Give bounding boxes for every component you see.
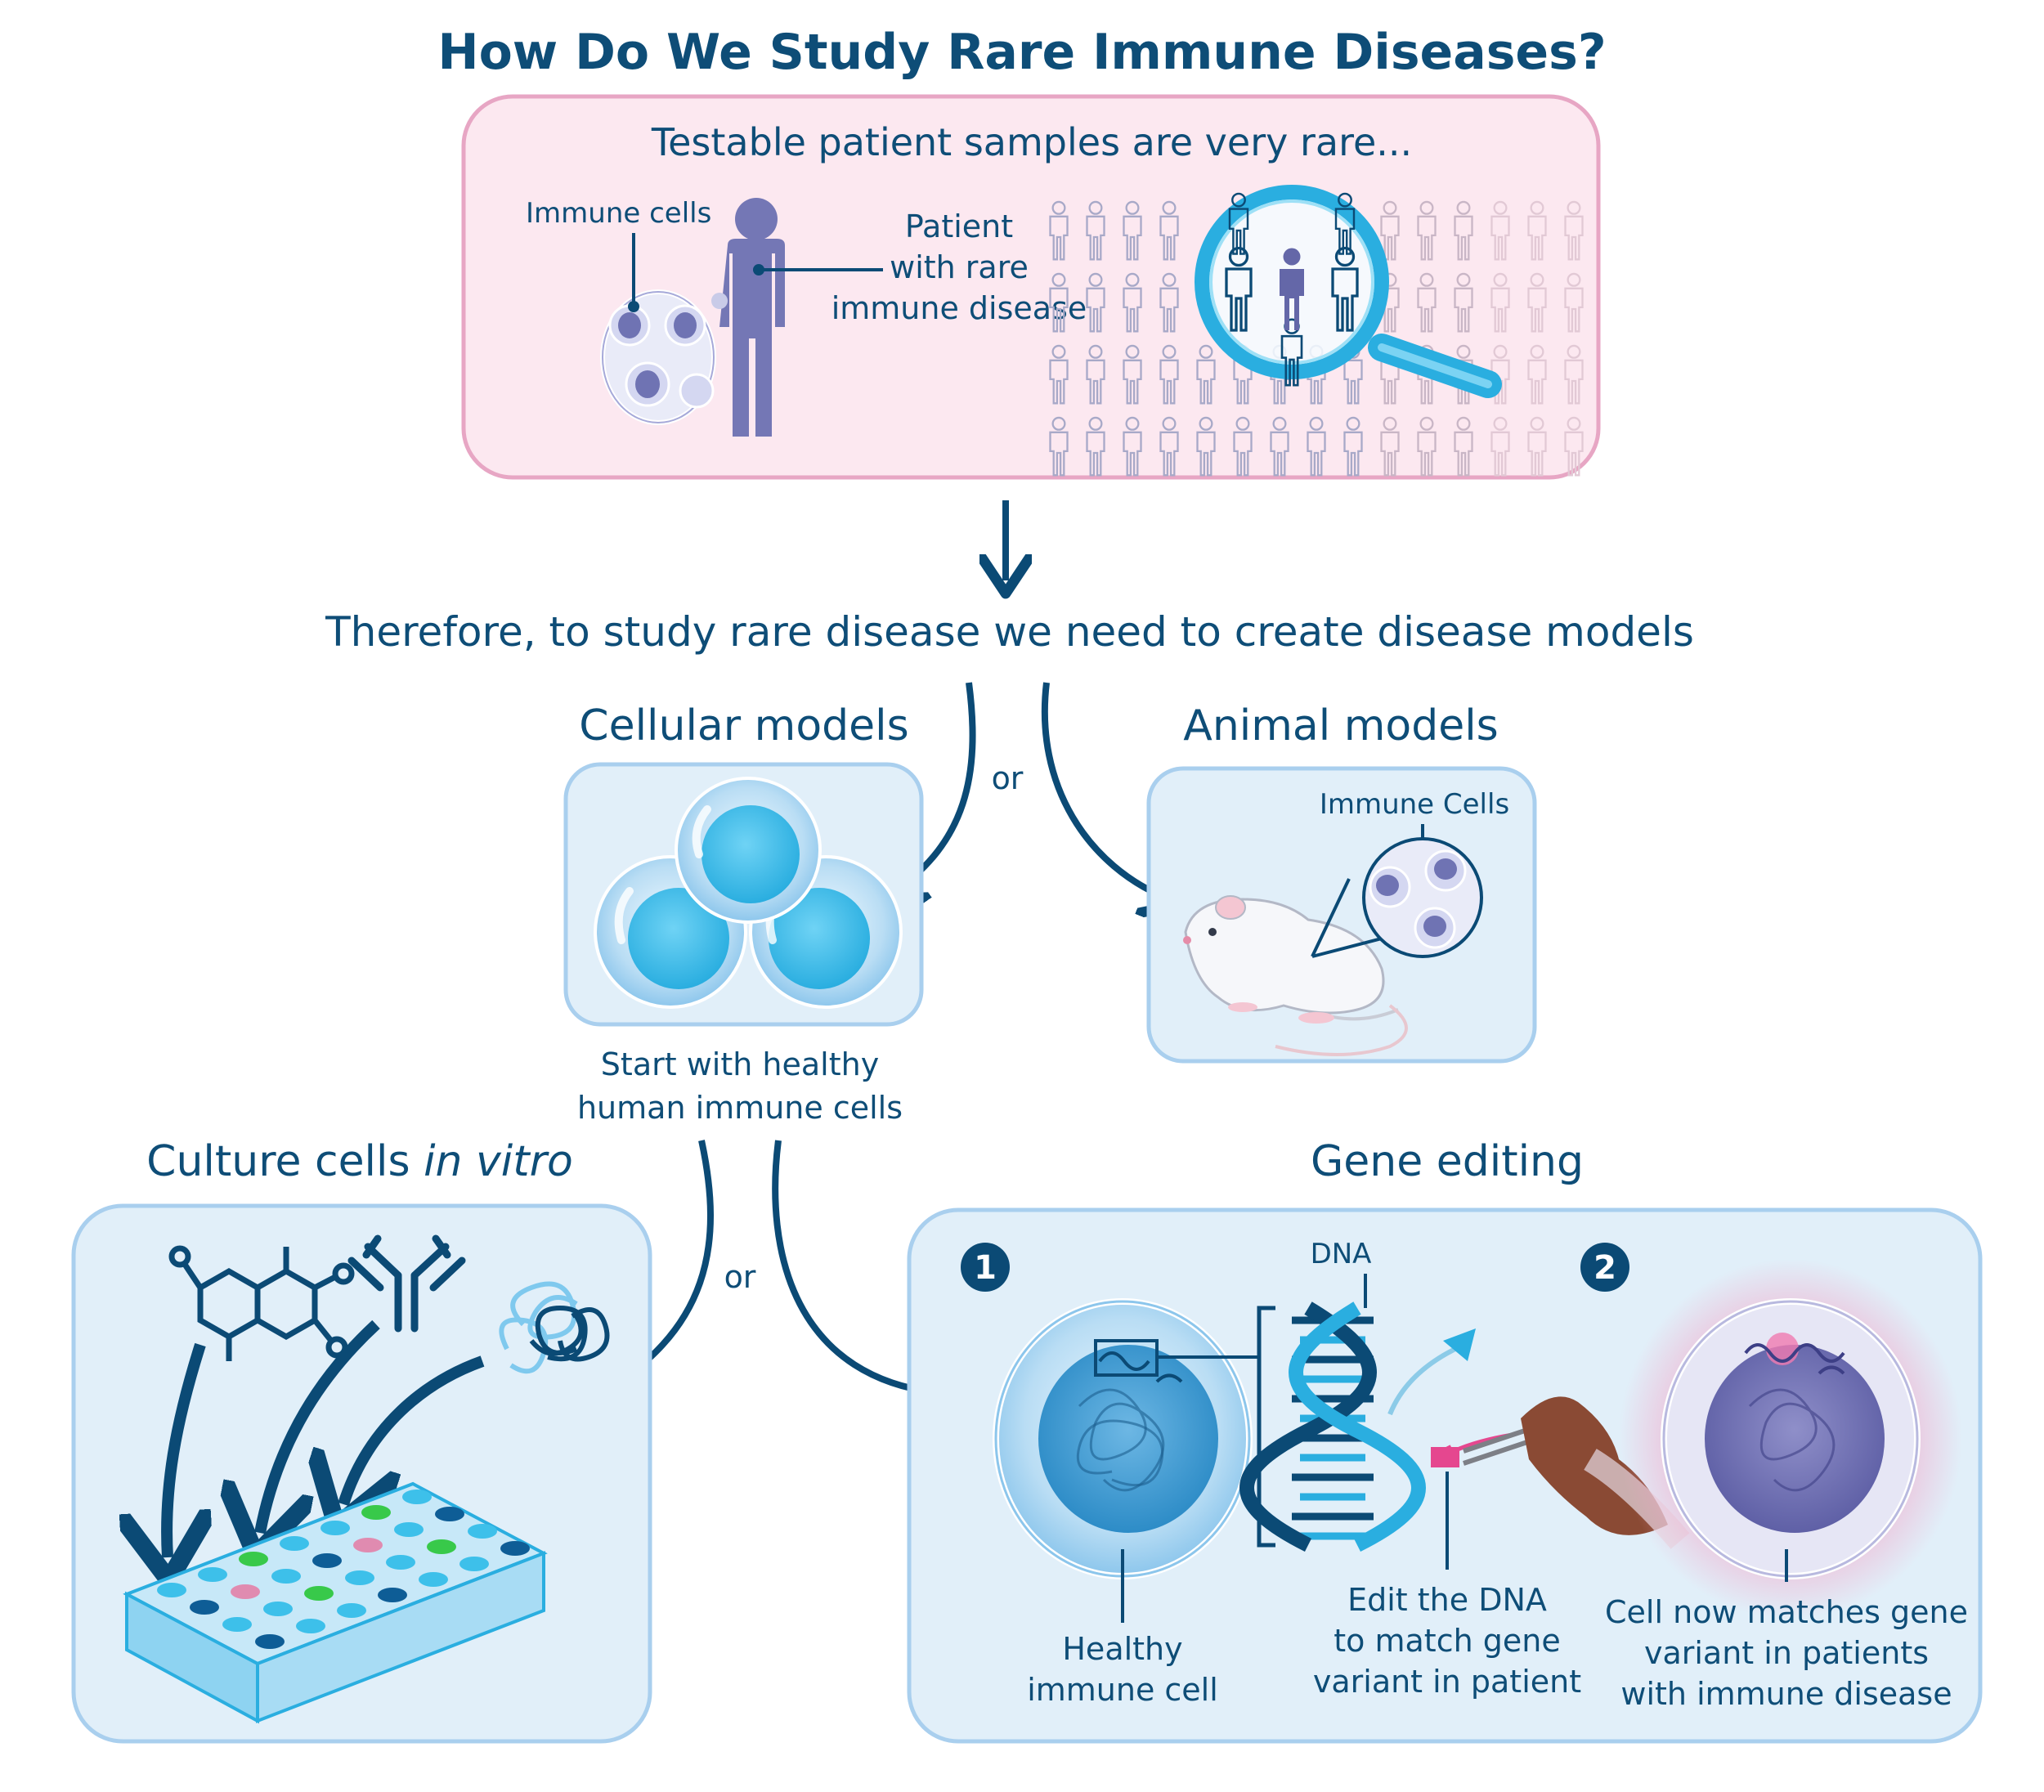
arrow-to-gene-editing [772, 1140, 948, 1394]
well [255, 1634, 285, 1649]
well [468, 1524, 497, 1539]
small-molecule-icon [168, 1245, 355, 1361]
well [386, 1555, 415, 1570]
well [304, 1586, 334, 1601]
cellular-models-panel [563, 762, 924, 1027]
well [402, 1490, 432, 1504]
well [190, 1600, 219, 1615]
or-label-models: or [992, 760, 1024, 796]
edit-label-line3: variant in patient [1313, 1664, 1581, 1700]
well [435, 1507, 464, 1521]
well [394, 1522, 424, 1537]
patient-immune-cells-icon [600, 289, 716, 425]
healthy-cell-icon [993, 1298, 1253, 1579]
well [337, 1603, 366, 1618]
immune-cells-label: Immune cells [526, 197, 711, 230]
magnifying-glass-icon [1195, 185, 1502, 398]
cellular-models-heading: Cellular models [579, 701, 908, 750]
well [378, 1588, 407, 1602]
well [222, 1617, 252, 1632]
rare-samples-heading: Testable patient samples are very rare..… [651, 120, 1412, 164]
gene-editing-heading: Gene editing [1311, 1137, 1584, 1186]
cultured-cell-icon [675, 777, 822, 924]
antibody-icon [347, 1234, 466, 1333]
well [312, 1553, 342, 1568]
animal-models-heading: Animal models [1183, 701, 1498, 750]
well [263, 1602, 293, 1616]
well [198, 1567, 227, 1582]
therefore-statement: Therefore, to study rare disease we need… [325, 608, 1694, 656]
gene-editing-panel: 1 2 Healthy immune cell D [907, 1207, 1983, 1744]
well [419, 1572, 448, 1587]
well [157, 1583, 186, 1597]
patient-label-line1: Patient [905, 208, 1013, 244]
dna-label: DNA [1311, 1238, 1372, 1270]
animal-immune-cells-icon [1362, 837, 1483, 958]
well [296, 1619, 325, 1633]
protein-icon [499, 1281, 610, 1374]
page-title: How Do We Study Rare Immune Diseases? [437, 24, 1606, 81]
cellular-caption-line1: Start with healthy [601, 1046, 879, 1082]
patient-label-line3: immune disease [831, 290, 1087, 326]
dna-helix-icon [1239, 1301, 1426, 1552]
well [353, 1538, 383, 1552]
arrow-to-animal [1041, 682, 1169, 899]
well [500, 1541, 530, 1556]
edit-label-line2: to match gene [1334, 1623, 1560, 1659]
well-plate-icon [123, 1481, 548, 1724]
healthy-label-line2: immune cell [1027, 1672, 1218, 1708]
mouse-icon [1183, 895, 1408, 1056]
result-label-line3: with immune disease [1620, 1676, 1952, 1712]
edited-cell-icon [1619, 1259, 1962, 1619]
healthy-label-line1: Healthy [1062, 1631, 1182, 1667]
culture-heading: Culture cells in vitro [146, 1137, 573, 1186]
result-label-line2: variant in patients [1644, 1635, 1929, 1671]
patient-label-line2: with rare [890, 249, 1029, 285]
well [271, 1569, 301, 1584]
well [280, 1536, 309, 1551]
well [231, 1584, 260, 1599]
well [427, 1539, 456, 1554]
well [320, 1521, 350, 1535]
cellular-caption-line2: human immune cells [577, 1090, 903, 1126]
well [361, 1505, 391, 1520]
animal-immune-cells-label: Immune Cells [1320, 788, 1509, 821]
rare-samples-panel: Testable patient samples are very rare..… [461, 94, 1601, 480]
step-2-badge: 2 [1580, 1243, 1629, 1292]
culture-panel [71, 1203, 652, 1744]
well [459, 1557, 489, 1571]
well [345, 1570, 374, 1585]
edit-label-line1: Edit the DNA [1347, 1582, 1547, 1618]
well [239, 1552, 268, 1566]
animal-models-panel: Immune Cells [1146, 766, 1537, 1064]
result-label-line1: Cell now matches gene [1605, 1594, 1968, 1630]
patient-figure-icon [711, 198, 785, 437]
or-label-methods: or [724, 1259, 756, 1295]
svg-text:2: 2 [1594, 1249, 1616, 1287]
svg-text:1: 1 [974, 1249, 997, 1287]
step-1-badge: 1 [961, 1243, 1010, 1292]
